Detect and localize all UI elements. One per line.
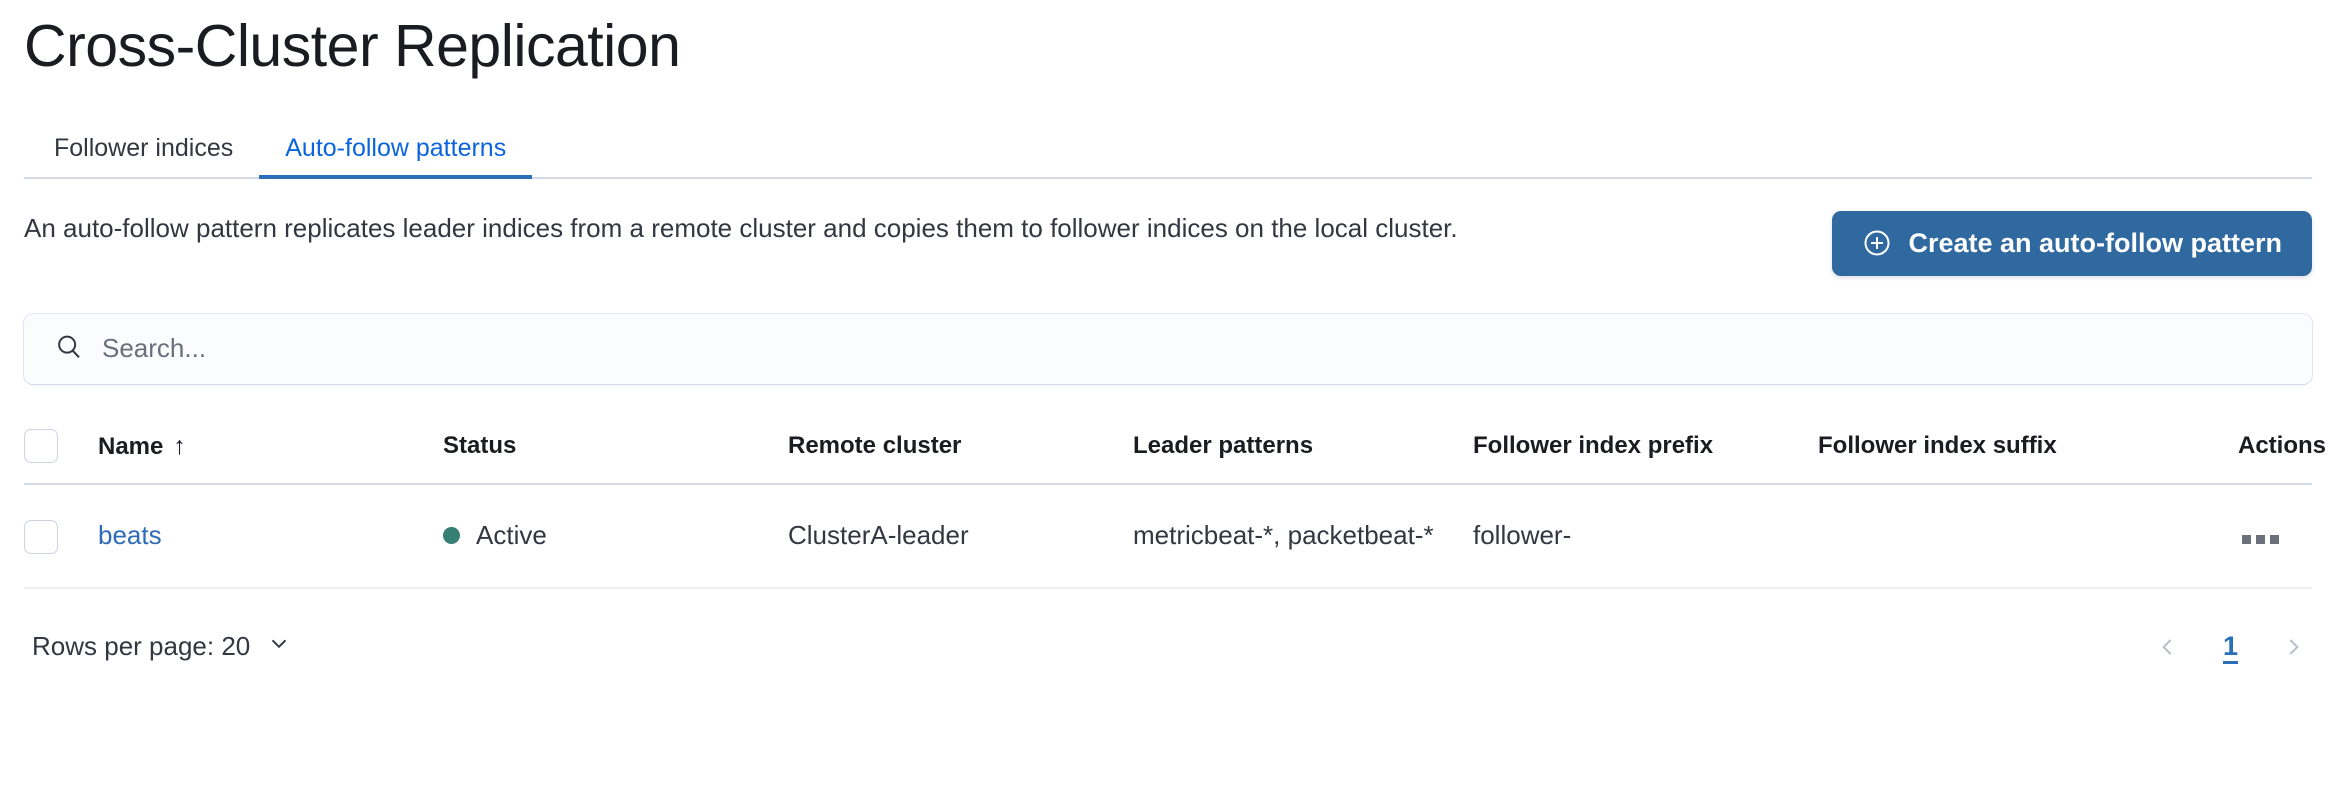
select-all-checkbox[interactable]: [24, 429, 58, 464]
rows-per-page-selector[interactable]: Rows per page: 20: [24, 630, 300, 663]
chevron-down-icon: [266, 630, 292, 663]
page-title: Cross-Cluster Replication: [24, 13, 681, 79]
cell-follower-index-prefix: follower-: [1473, 483, 1818, 589]
search-input[interactable]: [24, 313, 2312, 384]
cell-follower-index-suffix: [1818, 483, 2238, 589]
search-bar: [24, 313, 2312, 384]
intro-row: An auto-follow pattern replicates leader…: [24, 209, 2312, 276]
chevron-right-icon[interactable]: [2274, 628, 2312, 666]
sort-ascending-icon: ↑: [173, 431, 186, 460]
status-label: Active: [476, 519, 547, 550]
row-checkbox[interactable]: [24, 519, 58, 554]
table-header: Name ↑ Status Remote cluster Leader patte…: [24, 409, 2326, 485]
table-header-row: Name ↑ Status Remote cluster Leader patte…: [24, 409, 2326, 485]
cell-status: Active: [443, 483, 788, 589]
cell-remote-cluster: ClusterA-leader: [788, 483, 1133, 589]
table-footer: Rows per page: 20 1: [24, 619, 2312, 675]
tab-auto-follow-patterns[interactable]: Auto-follow patterns: [259, 135, 533, 179]
row-select-cell: [24, 483, 98, 589]
auto-follow-patterns-table: Name ↑ Status Remote cluster Leader patte…: [24, 409, 2326, 589]
pagination: 1: [2149, 628, 2312, 666]
select-all-header: [24, 409, 98, 485]
column-header-leader-patterns[interactable]: Leader patterns: [1133, 409, 1473, 485]
auto-follow-pattern-link[interactable]: beats: [98, 519, 162, 550]
rows-per-page-label: Rows per page: 20: [32, 631, 251, 662]
tab-bar: Follower indices Auto-follow patterns: [24, 115, 2312, 179]
intro-description: An auto-follow pattern replicates leader…: [24, 212, 1458, 243]
cell-leader-patterns: metricbeat-*, packetbeat-*: [1133, 483, 1473, 589]
column-header-actions: Actions: [2238, 409, 2326, 485]
page-number-1[interactable]: 1: [2217, 631, 2244, 662]
table-body: beats Active ClusterA-leader metricbeat-…: [24, 483, 2312, 589]
column-header-follower-index-prefix[interactable]: Follower index prefix: [1473, 409, 1818, 485]
plus-in-circle-icon: [1862, 228, 1892, 258]
cell-name: beats: [98, 483, 443, 589]
column-header-remote-cluster[interactable]: Remote cluster: [788, 409, 1133, 485]
tab-follower-indices[interactable]: Follower indices: [24, 135, 259, 179]
create-button-label: Create an auto-follow pattern: [1908, 227, 2282, 258]
table-row: beats Active ClusterA-leader metricbeat-…: [24, 483, 2312, 589]
cell-actions: [2238, 483, 2312, 589]
status-dot-icon: [443, 527, 460, 545]
more-horizontal-icon[interactable]: [2238, 527, 2283, 552]
create-auto-follow-pattern-button[interactable]: Create an auto-follow pattern: [1832, 210, 2312, 276]
column-header-name-label: Name: [98, 432, 164, 460]
column-header-follower-index-suffix[interactable]: Follower index suffix: [1818, 409, 2238, 485]
column-header-status[interactable]: Status: [443, 409, 788, 485]
chevron-left-icon[interactable]: [2149, 628, 2187, 666]
column-header-name[interactable]: Name ↑: [98, 409, 443, 485]
